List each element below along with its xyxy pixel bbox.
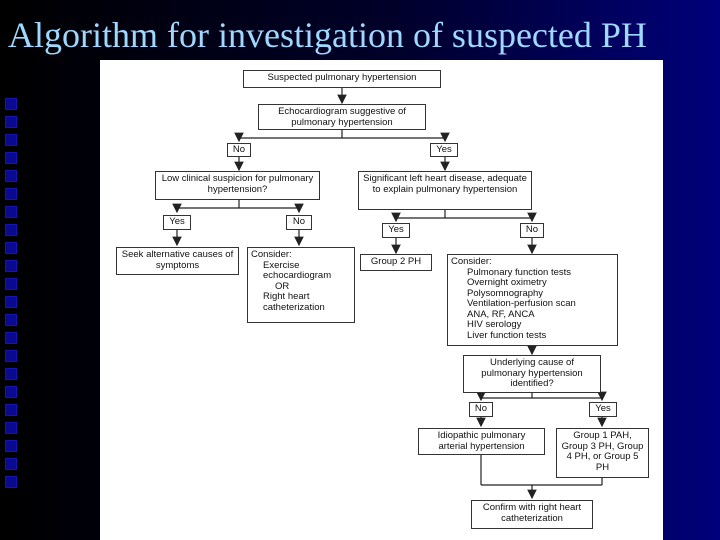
label-no: No: [286, 215, 312, 230]
bullet-square: [5, 404, 17, 416]
node-idiopathic-pah: Idiopathic pulmonary arterial hypertensi…: [418, 428, 545, 455]
label-no: No: [227, 143, 251, 157]
node-consider-right: Consider: Pulmonary function tests Overn…: [447, 254, 618, 346]
bullet-square: [5, 458, 17, 470]
label-yes: Yes: [382, 223, 410, 238]
node-confirm-rhc: Confirm with right heart catheterization: [471, 500, 593, 529]
bullet-square: [5, 206, 17, 218]
node-echocardiogram: Echocardiogram suggestive of pulmonary h…: [258, 104, 426, 130]
node-suspected-ph: Suspected pulmonary hypertension: [243, 70, 441, 88]
label-no: No: [469, 402, 493, 417]
consider-item: Overnight oximetry: [467, 277, 547, 288]
label-yes: Yes: [163, 215, 191, 230]
flowchart-connectors: [172, 88, 607, 500]
node-seek-alternative: Seek alternative causes of symptoms: [116, 247, 239, 275]
bullet-square: [5, 314, 17, 326]
bullet-square: [5, 152, 17, 164]
bullet-square: [5, 242, 17, 254]
consider-item: OR: [275, 280, 290, 292]
bullet-square: [5, 116, 17, 128]
bullet-square: [5, 476, 17, 488]
consider-item: Polysomnography: [467, 287, 544, 299]
slide-title: Algorithm for investigation of suspected…: [8, 15, 647, 55]
bullet-square: [5, 368, 17, 380]
bullet-square: [5, 386, 17, 398]
bullet-square: [5, 224, 17, 236]
bullet-square: [5, 188, 17, 200]
bullet-square: [5, 332, 17, 344]
consider-item: Right heart catheterization: [263, 291, 325, 313]
consider-title: Consider:: [451, 256, 492, 267]
flowchart-canvas: Suspected pulmonary hypertension Echocar…: [100, 60, 663, 540]
bullet-square: [5, 170, 17, 182]
bullet-square: [5, 260, 17, 272]
consider-item: Pulmonary function tests: [467, 266, 572, 278]
consider-item: Exercise echocardiogram: [263, 259, 332, 281]
label-no: No: [520, 223, 544, 238]
bullet-square: [5, 350, 17, 362]
bullet-square: [5, 440, 17, 452]
bullet-square: [5, 296, 17, 308]
node-group2-ph: Group 2 PH: [360, 254, 432, 271]
consider-title: Consider:: [251, 249, 292, 260]
consider-item: ANA, RF, ANCA: [467, 308, 535, 320]
consider-item: Ventilation-perfusion scan: [467, 298, 576, 309]
consider-item: HIV serology: [467, 319, 522, 330]
node-other-groups: Group 1 PAH, Group 3 PH, Group 4 PH, or …: [556, 428, 649, 478]
bullet-square: [5, 98, 17, 110]
bullet-column: [5, 98, 19, 494]
label-yes: Yes: [589, 402, 617, 417]
node-low-clinical-suspicion: Low clinical suspicion for pulmonary hyp…: [155, 171, 320, 200]
node-underlying-cause: Underlying cause of pulmonary hypertensi…: [463, 355, 601, 393]
bullet-square: [5, 134, 17, 146]
bullet-square: [5, 422, 17, 434]
label-yes: Yes: [430, 143, 458, 157]
node-left-heart-disease: Significant left heart disease, adequate…: [358, 171, 532, 210]
bullet-square: [5, 278, 17, 290]
consider-item: Liver function tests: [467, 329, 547, 341]
node-consider-left: Consider: Exercise echocardiogram OR Rig…: [247, 247, 355, 323]
